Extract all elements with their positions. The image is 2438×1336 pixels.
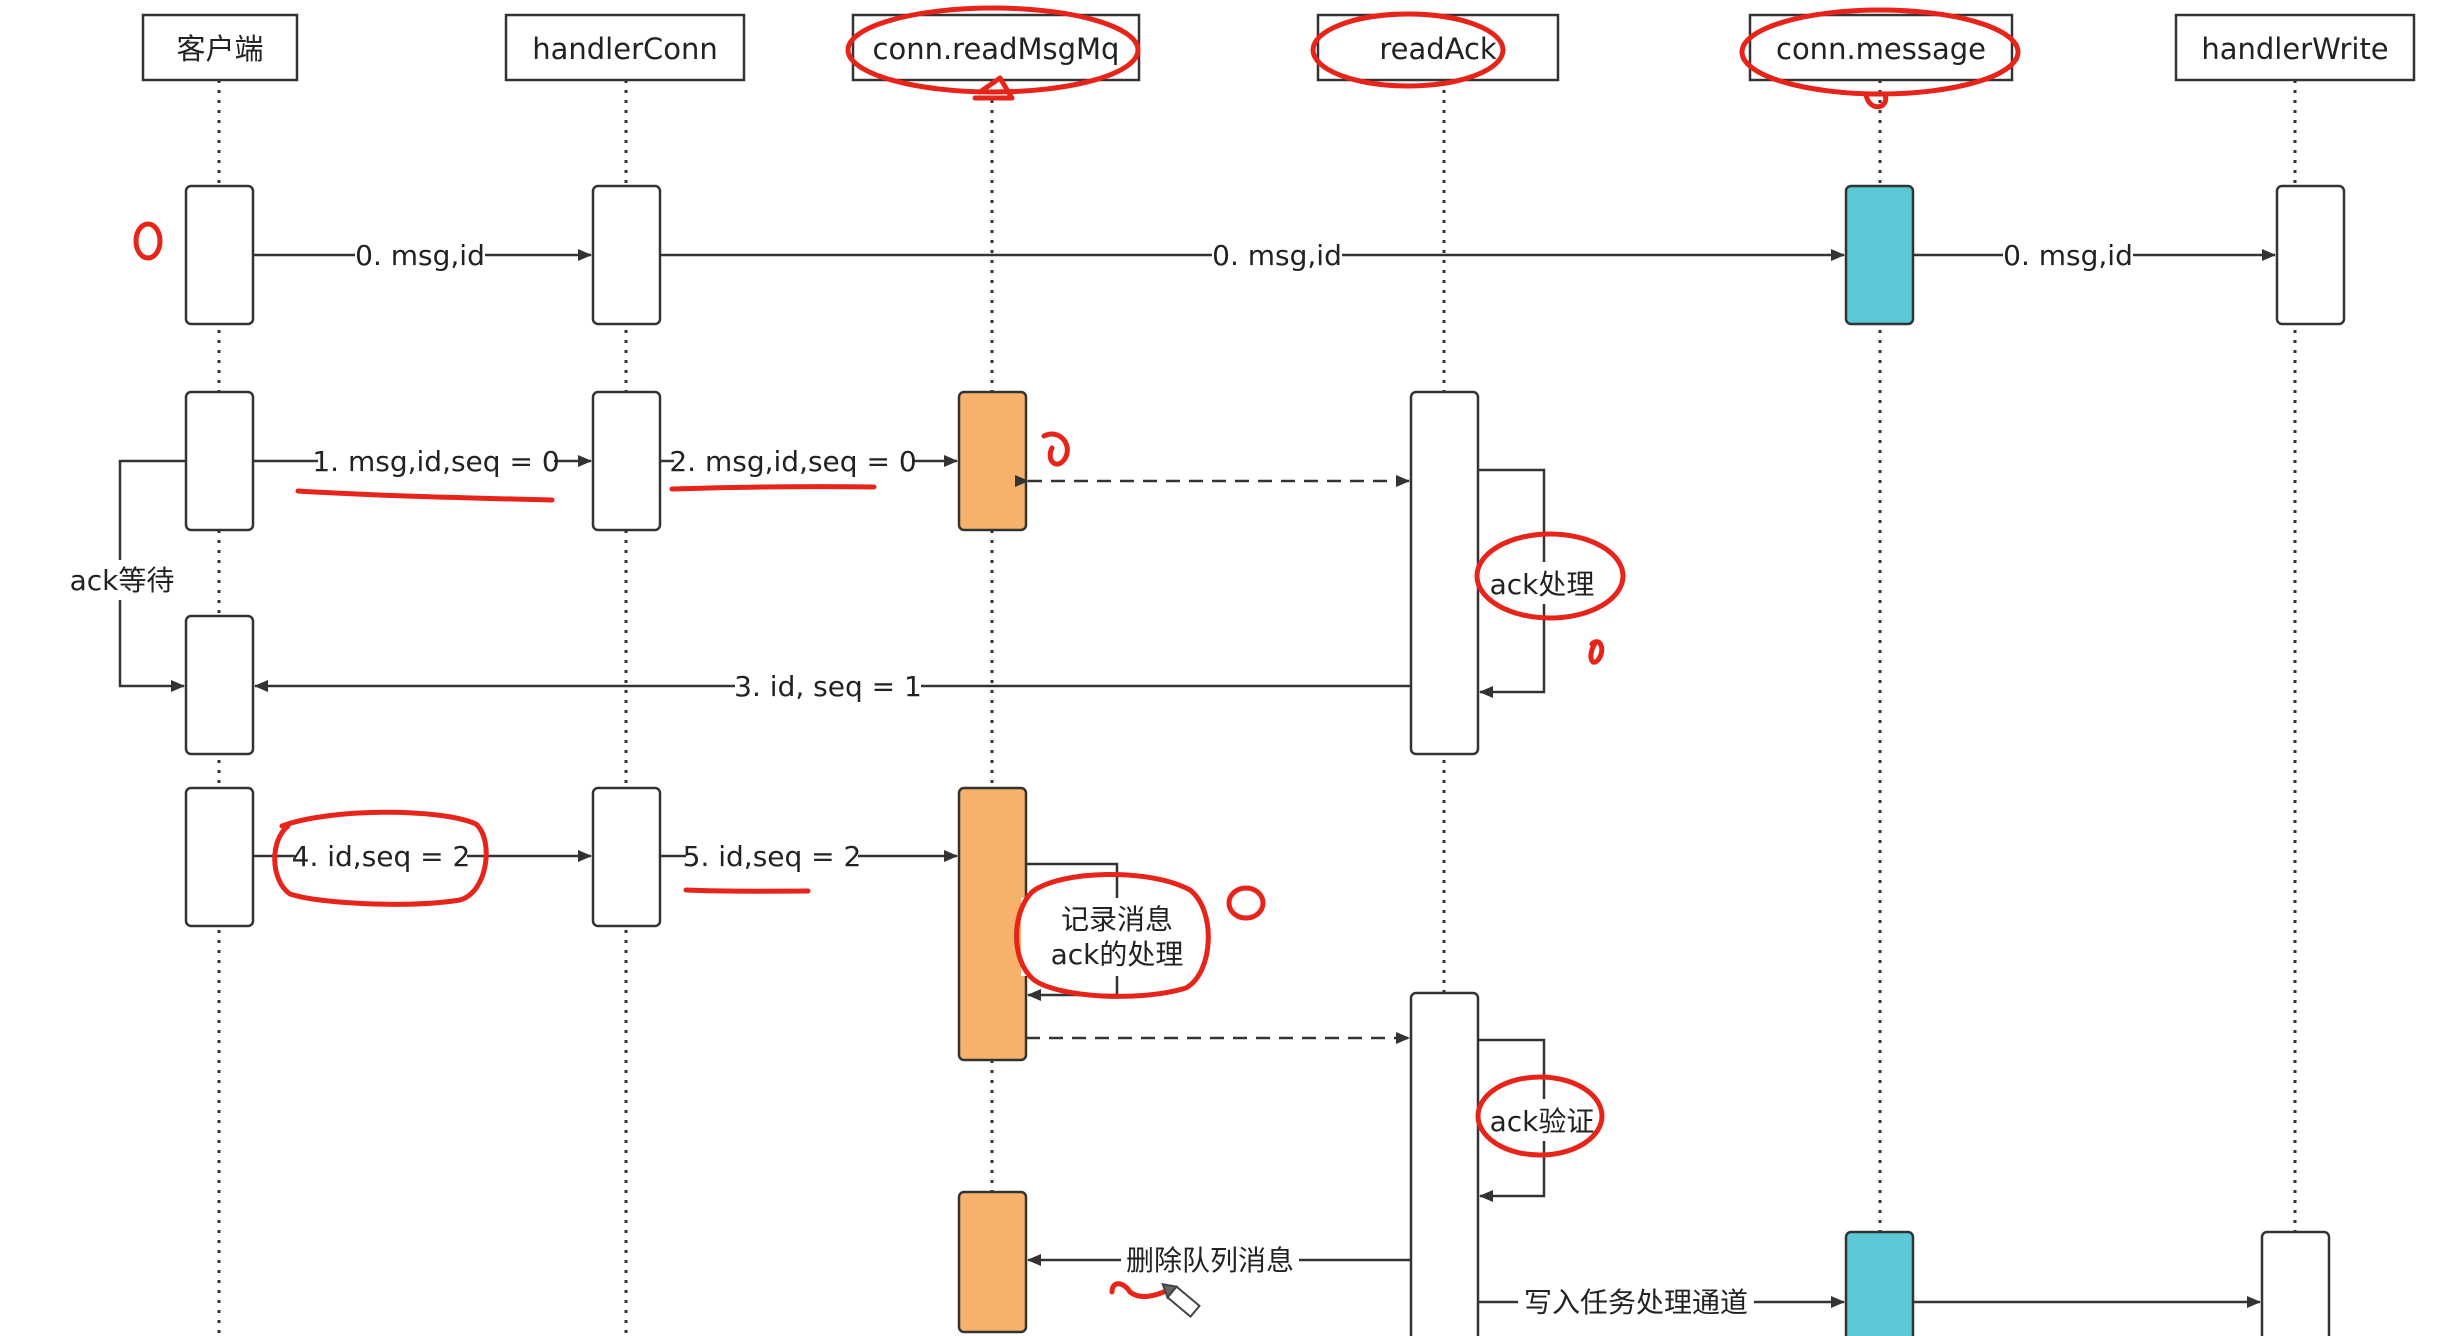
label-m0a: 0. msg,id <box>355 239 485 272</box>
participant-message <box>1748 13 2014 82</box>
annot-stroke-delete <box>1109 1281 1171 1299</box>
annot-circle-record <box>1014 872 1211 999</box>
activation-handlerwrite-2 <box>2260 1230 2331 1336</box>
annot-zero-ack <box>1588 639 1605 665</box>
label-m5: 5. id,seq = 2 <box>683 840 862 873</box>
activation-message-2 <box>1844 1230 1915 1336</box>
activation-handlerwrite-1 <box>2275 184 2346 326</box>
activation-client-1 <box>184 184 255 326</box>
participant-client <box>141 13 299 82</box>
label-m4: 4. id,seq = 2 <box>292 840 471 873</box>
activation-client-4 <box>184 786 255 928</box>
participant-readack-label: readAck <box>1379 32 1497 66</box>
participant-readack <box>1316 13 1560 82</box>
label-ack-verify: ack验证 <box>1490 1105 1595 1138</box>
activation-readmsgmq-3 <box>957 1190 1028 1334</box>
annot-stroke-readmsgmq <box>972 75 1015 101</box>
label-ack-wait: ack等待 <box>70 564 175 597</box>
activation-readack-2 <box>1409 991 1480 1336</box>
annot-stroke-message <box>1863 91 1889 110</box>
annot-circle-ack-verify <box>1475 1074 1605 1158</box>
participant-handlerwrite <box>2174 13 2416 82</box>
activation-handlerconn-1 <box>591 184 662 326</box>
label-record-line2: ack的处理 <box>1051 938 1184 971</box>
annot-underline-m5 <box>683 887 811 894</box>
activation-client-3 <box>184 614 255 756</box>
annot-zero-record <box>1226 885 1266 921</box>
activation-handlerconn-2 <box>591 390 662 532</box>
label-m0b: 0. msg,id <box>1212 239 1342 272</box>
annot-underline-m2 <box>669 484 877 492</box>
annot-circle-m4 <box>272 809 489 907</box>
annot-circle-readack <box>1310 11 1506 89</box>
activation-readmsgmq-1 <box>957 390 1028 532</box>
label-m0c: 0. msg,id <box>2003 239 2133 272</box>
annot-zero-readmsgmq <box>1041 431 1070 467</box>
pencil-cursor-icon <box>1161 1283 1201 1319</box>
participant-message-label: conn.message <box>1776 32 1986 66</box>
label-delete: 删除队列消息 <box>1126 1244 1294 1277</box>
annot-underline-m1 <box>295 488 555 503</box>
label-record-line1: 记录消息 <box>1061 903 1173 936</box>
activation-handlerconn-3 <box>591 786 662 928</box>
participant-handlerwrite-label: handlerWrite <box>2201 32 2388 66</box>
label-m1: 1. msg,id,seq = 0 <box>312 445 559 478</box>
activation-client-2 <box>184 390 255 532</box>
label-m3: 3. id, seq = 1 <box>734 670 922 703</box>
label-m2: 2. msg,id,seq = 0 <box>669 445 916 478</box>
participant-handlerconn <box>504 13 746 82</box>
participant-readmsgmq-label: conn.readMsgMq <box>873 32 1120 66</box>
label-ack-process: ack处理 <box>1490 568 1595 601</box>
activation-readack-1 <box>1409 390 1480 756</box>
annot-zero-left <box>133 221 163 261</box>
participant-handlerconn-label: handlerConn <box>532 32 718 66</box>
annot-circle-ack-process <box>1474 531 1626 621</box>
participant-client-label: 客户端 <box>176 32 263 66</box>
label-write: 写入任务处理通道 <box>1524 1286 1748 1319</box>
annot-circle-readmsgmq <box>845 5 1141 95</box>
activation-message-1 <box>1844 184 1915 326</box>
